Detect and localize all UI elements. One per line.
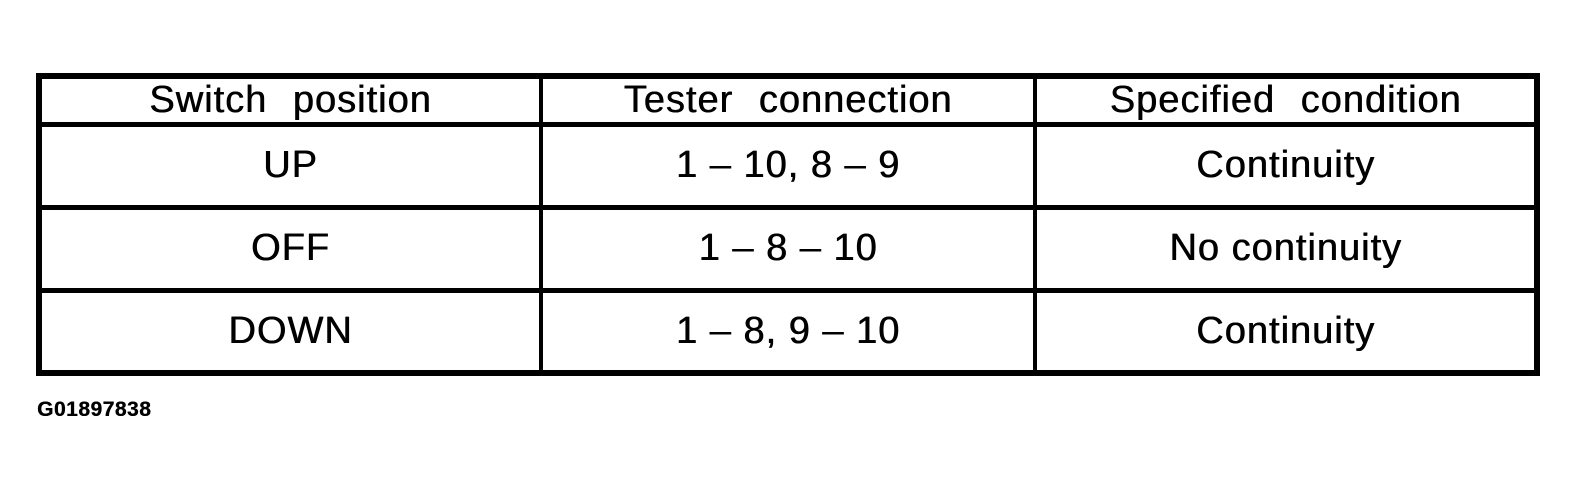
cell-switch-position: OFF — [37, 204, 543, 293]
table-row: OFF 1 – 8 – 10 No continuity — [37, 204, 1539, 293]
continuity-spec-table: Switch position Tester connection Specif… — [36, 73, 1540, 376]
table-row: UP 1 – 10, 8 – 9 Continuity — [37, 122, 1539, 210]
figure-id: G01897838 — [37, 398, 152, 421]
cell-tester-connection: 1 – 8, 9 – 10 — [538, 287, 1038, 376]
cell-tester-connection: 1 – 10, 8 – 9 — [538, 122, 1038, 210]
cell-switch-position: DOWN — [37, 287, 543, 376]
cell-specified-condition: No continuity — [1033, 204, 1539, 293]
spec-table: Switch position Tester connection Specif… — [36, 73, 1540, 376]
col-header-specified-condition: Specified condition — [1033, 73, 1539, 127]
header-row: Switch position Tester connection Specif… — [37, 73, 1539, 127]
cell-specified-condition: Continuity — [1033, 122, 1539, 210]
cell-switch-position: UP — [37, 122, 543, 210]
cell-tester-connection: 1 – 8 – 10 — [538, 204, 1038, 293]
table-row: DOWN 1 – 8, 9 – 10 Continuity — [37, 287, 1539, 376]
col-header-switch-position: Switch position — [37, 73, 543, 127]
cell-specified-condition: Continuity — [1033, 287, 1539, 376]
col-header-tester-connection: Tester connection — [538, 73, 1038, 127]
